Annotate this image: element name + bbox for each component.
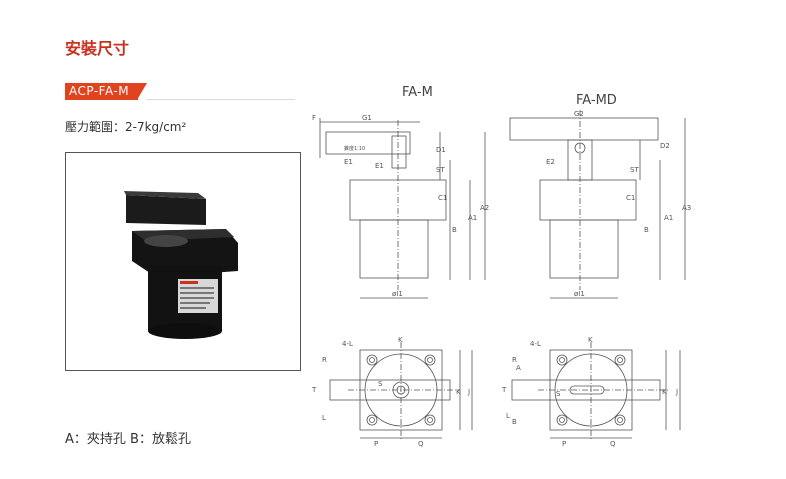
divider: [147, 99, 295, 100]
port-a: A: [516, 364, 521, 372]
dim-l: L: [322, 414, 326, 422]
dim-k-side: K: [456, 388, 461, 396]
dim-st-md: ST: [630, 166, 639, 174]
dim-4l-md: 4-L: [530, 340, 541, 348]
dim-c1: C1: [438, 194, 447, 202]
view-label-fa-m: FA-M: [402, 85, 433, 100]
port-b: B: [512, 418, 517, 426]
model-tag-notch: [137, 83, 147, 100]
dim-s-md: S: [556, 390, 561, 398]
dim-k-md: K: [588, 336, 593, 344]
dim-d2: D2: [660, 142, 670, 150]
dim-p-md: P: [562, 440, 566, 448]
dim-l-md: L: [506, 412, 510, 420]
dim-c1-md: C1: [626, 194, 635, 202]
dim-g1: G1: [362, 114, 372, 122]
dim-d1: D1: [436, 146, 446, 154]
dim-k-side-md: K: [662, 388, 667, 396]
dim-a2: A2: [480, 204, 489, 212]
product-photo: [65, 152, 301, 371]
dim-q-md: Q: [610, 440, 616, 448]
dim-4l: 4-L: [342, 340, 353, 348]
dim-a1-md: A1: [664, 214, 673, 222]
model-tag: ACP-FA-M: [65, 83, 139, 100]
dim-r: R: [322, 356, 327, 364]
dim-a1: A1: [468, 214, 477, 222]
swing-clamp-image: [124, 191, 238, 339]
dim-b-md: B: [644, 226, 649, 234]
dim-e2: E2: [546, 158, 555, 166]
dim-r-md: R: [512, 356, 517, 364]
dim-st: ST: [436, 166, 445, 174]
installation-drawing: FA-M FA-MD F G1 錐度1:10 E1 E1 D1 ST C1 B …: [311, 85, 691, 448]
dim-j-md: J: [675, 388, 678, 396]
dim-s: S: [378, 380, 383, 388]
dim-e1-outer: E1: [344, 158, 353, 166]
dim-b: B: [452, 226, 457, 234]
dim-f: F: [312, 114, 316, 122]
section-title: 安裝尺寸: [65, 39, 130, 58]
dim-j: J: [467, 388, 470, 396]
dim-t-md: T: [501, 386, 507, 394]
pressure-range: 壓力範圍：2-7kg/cm²: [65, 120, 187, 134]
dim-a3: A3: [682, 204, 691, 212]
dim-e1-inner: E1: [375, 162, 384, 170]
dim-i1-md: øI1: [574, 290, 585, 298]
dim-i1: øI1: [392, 290, 403, 298]
dim-k: K: [398, 336, 403, 344]
dim-p: P: [374, 440, 378, 448]
dim-t: T: [311, 386, 317, 394]
dim-g2: G2: [574, 110, 584, 118]
dim-taper: 錐度1:10: [344, 145, 365, 152]
dim-q: Q: [418, 440, 424, 448]
view-label-fa-md: FA-MD: [576, 93, 617, 108]
port-legend: A：夾持孔 B：放鬆孔: [65, 432, 191, 447]
